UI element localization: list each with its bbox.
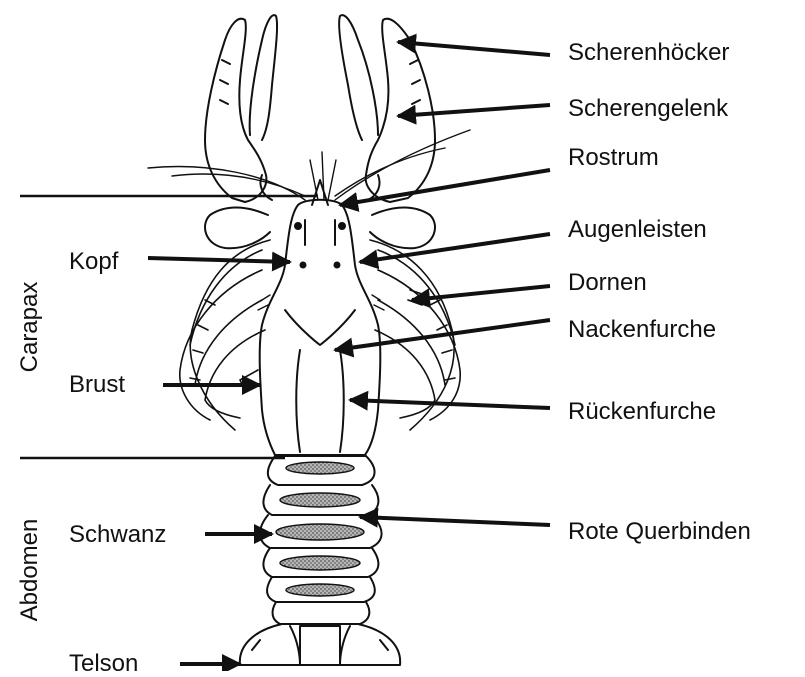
tail-fan bbox=[240, 624, 400, 665]
label-kopf: Kopf bbox=[69, 250, 118, 274]
label-dornen: Dornen bbox=[568, 271, 647, 295]
arrow-kopf bbox=[148, 258, 290, 262]
arrow-scherenhoecker bbox=[398, 42, 550, 55]
label-rueckenfurche: Rückenfurche bbox=[568, 400, 716, 424]
carapace bbox=[258, 180, 384, 455]
arrow-rote-querbinden bbox=[360, 517, 550, 525]
arrow-augenleisten bbox=[360, 234, 550, 262]
section-dividers bbox=[20, 196, 318, 458]
arrow-rueckenfurche bbox=[350, 400, 550, 408]
label-scherengelenk: Scherengelenk bbox=[568, 97, 728, 121]
arrow-scherengelenk bbox=[398, 105, 550, 116]
label-augenleisten: Augenleisten bbox=[568, 218, 707, 242]
red-bands bbox=[276, 462, 364, 596]
section-label-carapax: Carapax bbox=[18, 277, 42, 377]
label-schwanz: Schwanz bbox=[69, 523, 166, 547]
label-telson: Telson bbox=[69, 652, 138, 676]
left-walking-legs bbox=[180, 240, 270, 430]
pointer-arrows bbox=[148, 42, 550, 664]
label-rote-querbinden: Rote Querbinden bbox=[568, 520, 751, 544]
label-scherenhoecker: Scherenhöcker bbox=[568, 41, 729, 65]
left-claw bbox=[205, 15, 277, 248]
section-label-abdomen: Abdomen bbox=[18, 514, 42, 626]
label-brust: Brust bbox=[69, 373, 125, 397]
label-nackenfurche: Nackenfurche bbox=[568, 318, 716, 342]
label-rostrum: Rostrum bbox=[568, 146, 659, 170]
right-claw bbox=[339, 15, 435, 248]
